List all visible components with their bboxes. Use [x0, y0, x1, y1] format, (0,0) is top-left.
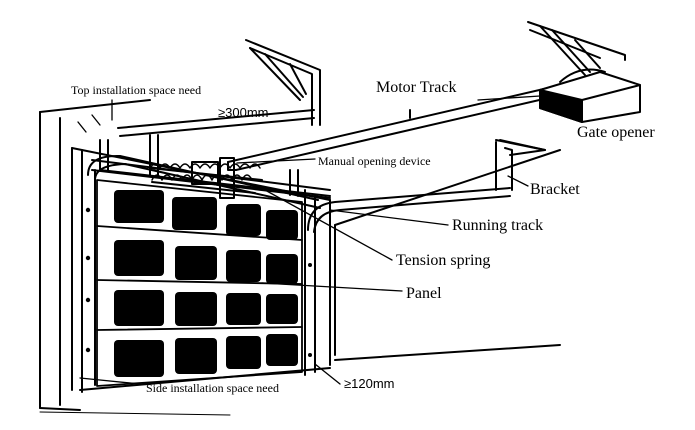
panel-label: Panel: [406, 285, 442, 302]
frame-anchors: [85, 207, 312, 357]
opener-mount: [527, 21, 626, 76]
leader-lines: [77, 95, 541, 385]
manual-opening-device-label: Manual opening device: [318, 154, 431, 168]
top-installation-space-label: Top installation space need: [71, 83, 202, 97]
side-installation-space-label: Side installation space need: [146, 381, 279, 395]
motor-track-rail: [227, 87, 549, 171]
top-space-dimension: ≥300mm: [218, 105, 269, 120]
gate-opener-label: Gate opener: [577, 124, 655, 141]
room-outline: [39, 99, 561, 411]
running-track-left: [87, 154, 321, 209]
bracket-label: Bracket: [530, 181, 580, 198]
side-space-dimension: ≥120mm: [344, 376, 395, 391]
running-track-label: Running track: [452, 217, 544, 234]
right-bracket: [495, 139, 546, 191]
door-windows: [114, 190, 298, 377]
tension-spring-label: Tension spring: [396, 252, 491, 269]
motor-track-label: Motor Track: [376, 79, 457, 96]
left-bracket: [117, 39, 321, 137]
gate-opener-body: [539, 68, 641, 123]
running-track-right: [307, 187, 511, 233]
